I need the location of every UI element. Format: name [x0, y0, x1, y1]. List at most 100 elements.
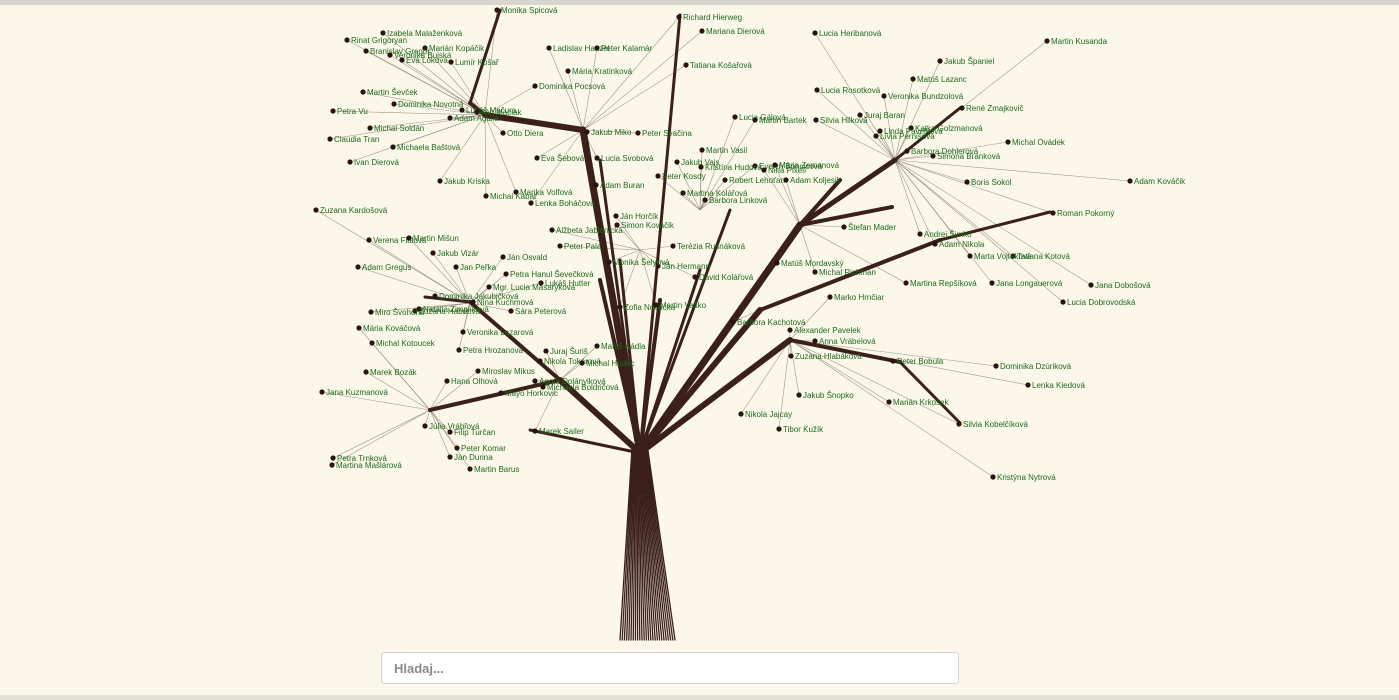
- node-dot[interactable]: [360, 89, 366, 95]
- person-node[interactable]: Peter Kalamár: [594, 44, 652, 53]
- node-dot[interactable]: [881, 93, 887, 99]
- person-node[interactable]: Jan Peřka: [453, 263, 497, 272]
- node-dot[interactable]: [917, 231, 923, 237]
- person-label[interactable]: Lucia Rosotková: [821, 86, 881, 95]
- node-dot[interactable]: [390, 144, 396, 150]
- person-node[interactable]: Barbora Kachotová: [730, 318, 806, 327]
- person-label[interactable]: Anna Vrábelová: [819, 337, 876, 346]
- person-node[interactable]: Alexander Pavelek: [787, 326, 862, 335]
- node-dot[interactable]: [399, 57, 405, 63]
- person-label[interactable]: Natália Zimplíková: [423, 305, 489, 314]
- person-node[interactable]: Michaela Baštová: [390, 143, 461, 152]
- person-label[interactable]: Dominika Dzúriková: [1000, 362, 1072, 371]
- node-dot[interactable]: [454, 445, 460, 451]
- person-node[interactable]: Lumír Košař: [448, 58, 499, 67]
- person-label[interactable]: Adam Aguila: [454, 114, 499, 123]
- node-dot[interactable]: [812, 269, 818, 275]
- person-node[interactable]: Martina Kolářová: [680, 189, 748, 198]
- node-dot[interactable]: [783, 177, 789, 183]
- person-node[interactable]: Hana Olhová: [444, 377, 498, 386]
- node-dot[interactable]: [355, 264, 361, 270]
- person-node[interactable]: Dominika Dzúriková: [993, 362, 1072, 371]
- person-label[interactable]: Michal Richman: [819, 268, 876, 277]
- node-dot[interactable]: [1127, 178, 1133, 184]
- person-label[interactable]: Martin Kusanda: [1051, 37, 1108, 46]
- node-dot[interactable]: [937, 58, 943, 64]
- person-label[interactable]: Barbora Dohlerová: [911, 147, 979, 156]
- node-dot[interactable]: [886, 399, 892, 405]
- person-node[interactable]: René Zmajkovič: [959, 104, 1023, 113]
- node-dot[interactable]: [683, 62, 689, 68]
- person-node[interactable]: Juraj Šuriš: [543, 347, 588, 356]
- person-label[interactable]: Terézia Rusnáková: [677, 242, 746, 251]
- person-label[interactable]: Kristýna Nytrová: [997, 473, 1056, 482]
- person-node[interactable]: Mayo Horkovic: [498, 389, 558, 398]
- node-dot[interactable]: [416, 306, 422, 312]
- person-label[interactable]: Jakub Španiel: [944, 57, 994, 66]
- person-node[interactable]: Petra Trnková: [330, 454, 387, 463]
- person-node[interactable]: Zuzana Hlabáková: [788, 352, 862, 361]
- person-node[interactable]: Nina Pixelí: [761, 166, 807, 175]
- node-dot[interactable]: [494, 7, 500, 13]
- person-node[interactable]: Andrej Šimko: [917, 230, 972, 239]
- person-label[interactable]: Juraj Šuriš: [550, 347, 588, 356]
- person-node[interactable]: Petra Hanul Ševečková: [503, 270, 594, 279]
- person-node[interactable]: Tatiana Kotová: [1010, 252, 1070, 261]
- node-dot[interactable]: [964, 179, 970, 185]
- person-node[interactable]: Lenka Kiedová: [1025, 381, 1085, 390]
- person-node[interactable]: Verena Fialová: [366, 236, 427, 245]
- person-label[interactable]: Eva Lóková: [406, 56, 448, 65]
- node-dot[interactable]: [699, 28, 705, 34]
- node-dot[interactable]: [540, 384, 546, 390]
- person-node[interactable]: Jana Longauerová: [989, 279, 1063, 288]
- person-label[interactable]: Jana Kuzmanová: [326, 388, 388, 397]
- person-label[interactable]: Martin Bartek: [759, 116, 808, 125]
- person-label[interactable]: Tatiana Kotová: [1017, 252, 1070, 261]
- person-label[interactable]: Martin Mišun: [413, 234, 459, 243]
- person-node[interactable]: Filip Turčan: [447, 428, 495, 437]
- person-label[interactable]: Andrej Šimko: [924, 230, 972, 239]
- person-node[interactable]: Adam Buran: [593, 181, 644, 190]
- node-dot[interactable]: [543, 348, 549, 354]
- node-dot[interactable]: [772, 162, 778, 168]
- person-label[interactable]: Matúš Lazanc: [917, 75, 967, 84]
- person-label[interactable]: Lenka Kiedová: [1032, 381, 1085, 390]
- person-label[interactable]: Mgr. Lucia Masaryková: [493, 283, 576, 292]
- person-label[interactable]: Jakub Vajs: [681, 158, 720, 167]
- person-node[interactable]: Lenka Boháčová: [528, 199, 595, 208]
- person-label[interactable]: Alžbeta Jablonická: [556, 226, 623, 235]
- node-dot[interactable]: [676, 14, 682, 20]
- node-dot[interactable]: [698, 164, 704, 170]
- node-dot[interactable]: [406, 235, 412, 241]
- person-node[interactable]: Claudia Tran: [327, 135, 379, 144]
- person-node[interactable]: Simona Branková: [930, 152, 1001, 161]
- node-dot[interactable]: [890, 358, 896, 364]
- person-node[interactable]: Jakub Španiel: [937, 57, 994, 66]
- node-dot[interactable]: [330, 455, 336, 461]
- person-node[interactable]: Katka Golzmanová: [908, 124, 983, 133]
- person-node[interactable]: Eva Lóková: [399, 56, 448, 65]
- person-label[interactable]: Tibor Kužík: [783, 425, 824, 434]
- person-node[interactable]: Veronika Bujská: [387, 51, 452, 60]
- node-dot[interactable]: [422, 45, 428, 51]
- person-node[interactable]: Martin Ševček: [360, 88, 419, 97]
- person-node[interactable]: Petra Vu: [330, 107, 368, 116]
- person-node[interactable]: Peter Pala: [557, 242, 602, 251]
- node-dot[interactable]: [500, 254, 506, 260]
- person-node[interactable]: Juraj Baran: [857, 111, 905, 120]
- node-dot[interactable]: [812, 30, 818, 36]
- node-dot[interactable]: [738, 411, 744, 417]
- node-dot[interactable]: [827, 294, 833, 300]
- person-label[interactable]: Nina Kuchmová: [477, 298, 534, 307]
- node-dot[interactable]: [877, 128, 883, 134]
- person-node[interactable]: Monika Šelyová: [606, 258, 670, 267]
- person-node[interactable]: Lucia Dobrovodská: [1060, 298, 1136, 307]
- person-node[interactable]: Michal Richman: [812, 268, 876, 277]
- person-label[interactable]: Rinat Grigoryan: [351, 36, 407, 45]
- node-dot[interactable]: [732, 114, 738, 120]
- node-dot[interactable]: [606, 259, 612, 265]
- person-label[interactable]: Lívia Pernišová: [880, 132, 935, 141]
- node-dot[interactable]: [812, 338, 818, 344]
- node-dot[interactable]: [456, 347, 462, 353]
- node-dot[interactable]: [730, 319, 736, 325]
